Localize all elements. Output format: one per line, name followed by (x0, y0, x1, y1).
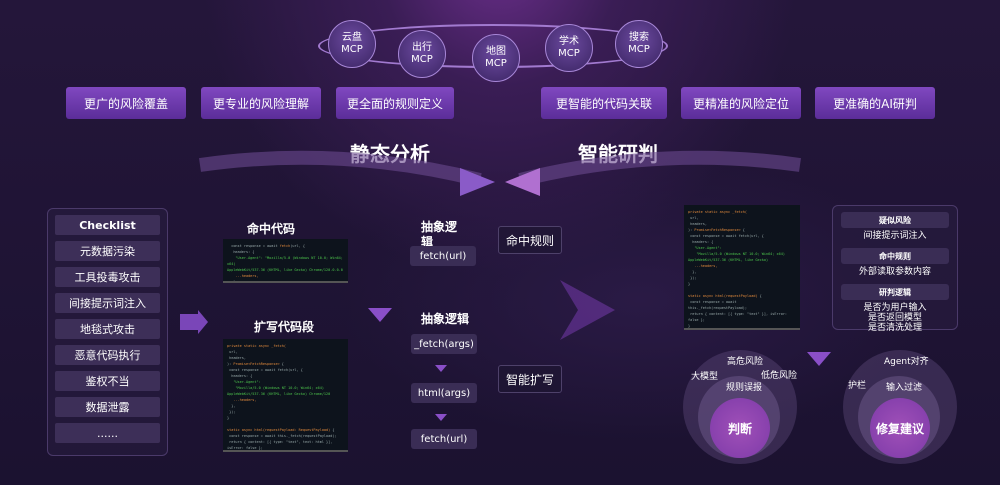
pill-locate: 更精准的风险定位 (681, 87, 801, 119)
result-code-snippet: private static async _fetch( url, header… (684, 205, 800, 330)
fix-center-circle: 修复建议 (870, 398, 930, 458)
hit-rule-box: 命中规则 (498, 226, 562, 254)
arrow-down-icon (435, 414, 447, 421)
fix-center-label: 修复建议 (875, 421, 924, 436)
checklist-panel: Checklist 元数据污染 工具投毒攻击 间接提示词注入 地毯式攻击 恶意代… (47, 208, 168, 456)
arrow-down-icon (807, 352, 831, 366)
checklist-item: 鉴权不当 (55, 371, 160, 391)
checklist-item: 恶意代码执行 (55, 345, 160, 365)
checklist-item: 间接提示词注入 (55, 293, 160, 313)
converging-arrows (199, 150, 801, 196)
pill-rules: 更全面的规则定义 (336, 87, 454, 119)
judge-logic-text: 是否为用户输入 是否返回模型 是否清洗处理 (863, 303, 927, 333)
input-filter-label: 输入过滤 (886, 383, 923, 393)
expanded-code-snippet: private static async _fetch( url, header… (223, 339, 348, 452)
abstract-logic-label: 抽象逻 辑 (421, 220, 458, 249)
judge-center-circle: 判断 (710, 398, 770, 458)
mcp-label: 云盘 MCP (341, 32, 363, 55)
arrow-right-large-icon (560, 280, 615, 340)
fn-fetch-url: fetch(url) (410, 246, 476, 266)
judge-logic-header: 研判逻辑 (841, 284, 949, 300)
pill-coverage: 更广的风险覆盖 (66, 87, 186, 119)
abstract-logic-label-2: 抽象逻辑 (421, 312, 470, 326)
checklist-header: Checklist (55, 215, 160, 235)
pill-understanding: 更专业的风险理解 (201, 87, 321, 119)
smart-expand-box: 智能扩写 (498, 365, 562, 393)
checklist-item: ...... (55, 423, 160, 443)
mcp-search: 搜索 MCP (615, 20, 663, 68)
mcp-label: 出行 MCP (411, 42, 433, 65)
checklist-item: 工具投毒攻击 (55, 267, 160, 287)
mcp-map: 地图 MCP (472, 34, 520, 82)
mcp-label: 搜索 MCP (628, 32, 650, 55)
pill-ai-judge: 更准确的AI研判 (815, 87, 935, 119)
fn-underscore-fetch: _fetch(args) (411, 334, 477, 354)
mcp-travel: 出行 MCP (398, 30, 446, 78)
agent-align-label: Agent对齐 (884, 357, 929, 367)
mcp-cloud-disk: 云盘 MCP (328, 20, 376, 68)
checklist-item: 元数据污染 (55, 241, 160, 261)
checklist-item: 数据泄露 (55, 397, 160, 417)
checklist-item: 地毯式攻击 (55, 319, 160, 339)
llm-label: 大模型 (691, 372, 719, 382)
arrow-down-icon (368, 308, 392, 322)
pill-code-link: 更智能的代码关联 (541, 87, 667, 119)
mcp-label: 学术 MCP (558, 36, 580, 59)
guardrail-label: 护栏 (848, 381, 867, 391)
low-risk-label: 低危风险 (761, 371, 798, 381)
hit-code-label: 命中代码 (247, 222, 296, 236)
suspected-risk-header: 疑似风险 (841, 212, 949, 228)
result-panel: 疑似风险 间接提示词注入 命中规则 外部读取参数内容 研判逻辑 是否为用户输入 … (832, 205, 958, 333)
arrow-right-icon (180, 310, 208, 334)
fn-html-args: html(args) (411, 383, 477, 403)
fn-fetch-url-2: fetch(url) (411, 429, 477, 449)
hit-rule-header: 命中规则 (841, 248, 949, 264)
high-risk-label: 高危风险 (727, 357, 764, 367)
mcp-academic: 学术 MCP (545, 24, 593, 72)
mcp-label: 地图 MCP (485, 46, 507, 69)
suspected-risk-text: 间接提示词注入 (863, 231, 927, 241)
false-positive-label: 规则误报 (726, 383, 763, 393)
hit-rule-text: 外部读取参数内容 (858, 267, 931, 277)
judge-center-label: 判断 (727, 421, 752, 436)
arrow-down-icon (435, 365, 447, 372)
hit-code-snippet: const response = await fetch(url, { head… (223, 239, 348, 283)
expand-code-label: 扩写代码段 (254, 320, 315, 334)
